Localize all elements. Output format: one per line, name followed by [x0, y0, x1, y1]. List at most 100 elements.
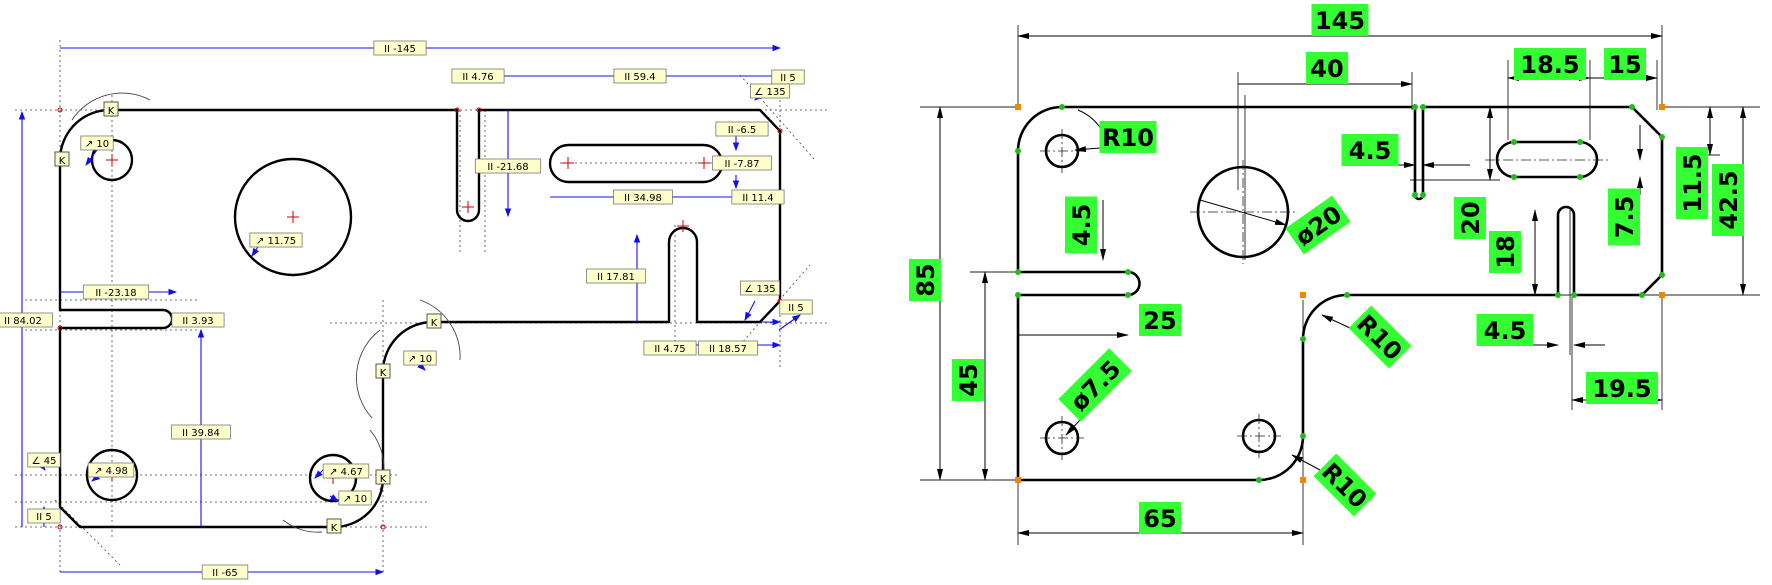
dim-label-d34_98[interactable]: II 34.98	[613, 189, 673, 205]
drawing-dim-label-t19_5[interactable]: 19.5	[1586, 372, 1658, 404]
dim-value: II 5	[36, 512, 51, 523]
drawing-dim-label-tR10a[interactable]: R10	[1099, 121, 1157, 153]
dim-label-d39_84[interactable]: II 39.84	[171, 424, 231, 440]
drawing-dim-value: R10	[1102, 124, 1154, 152]
radius-label-r10b[interactable]: ↗ 10	[403, 350, 437, 366]
radius-label-r4_98[interactable]: ↗ 4.98	[87, 462, 135, 478]
angle-value: ∠ 135	[754, 87, 785, 98]
drawing-dim-value: 4.5	[1484, 317, 1527, 345]
dim-label-d6_5[interactable]: II -6.5	[715, 121, 769, 137]
drawing-dim-label-t7_5[interactable]: 7.5	[1608, 188, 1640, 246]
dim-label-d21_68[interactable]: II -21.68	[474, 158, 542, 174]
tangent-constraint-marker[interactable]: K	[375, 469, 391, 485]
drawing-outline[interactable]	[1016, 105, 1664, 482]
radius-label-r4_67[interactable]: ↗ 4.67	[322, 463, 370, 479]
drawing-dim-label-t15[interactable]: 15	[1604, 48, 1646, 80]
dim-value: II 59.4	[624, 72, 655, 83]
dim-label-d5c[interactable]: II 5	[27, 508, 61, 524]
tangent-constraint-marker[interactable]: K	[326, 518, 342, 534]
angle-value: ∠ 135	[744, 284, 775, 295]
drawing-dim-value: 18.5	[1520, 51, 1579, 79]
drawing-dim-label-t42_5[interactable]: 42.5	[1712, 164, 1744, 236]
dim-value: II -6.5	[728, 125, 757, 136]
arc-indicators	[71, 92, 461, 533]
dim-value: II 5	[788, 303, 803, 314]
radius-value: ↗ 10	[408, 354, 432, 365]
drawing-dim-label-tR10c[interactable]: R10	[1313, 453, 1377, 517]
dim-label-d23_18[interactable]: II -23.18	[82, 284, 150, 300]
dim-label-d7_87[interactable]: II -7.87	[712, 155, 772, 171]
drawing-center-lines	[1040, 129, 1610, 460]
drawing-dim-label-t4_5a[interactable]: 4.5	[1341, 134, 1399, 166]
drawing-dim-value: 42.5	[1715, 170, 1743, 229]
svg-text:K: K	[380, 474, 387, 485]
dim-value: II -65	[212, 568, 237, 579]
drawing-dim-label-t145[interactable]: 145	[1311, 4, 1369, 36]
drawing-dim-label-tR10b[interactable]: R10	[1348, 305, 1412, 369]
drawing-dim-label-t65[interactable]: 65	[1139, 502, 1181, 534]
dim-label-d4_75[interactable]: II 4.75	[643, 340, 697, 356]
dim-value: II 4.75	[654, 344, 685, 355]
drawing-dim-label-t4_5c[interactable]: 4.5	[1476, 314, 1534, 346]
drawing-dim-label-tdia20[interactable]: ø20	[1285, 195, 1351, 255]
drawing-dim-label-t18[interactable]: 18	[1489, 231, 1521, 273]
radius-label-r11_75[interactable]: ↗ 11.75	[249, 232, 303, 248]
drawing-dim-value: 7.5	[1611, 196, 1639, 239]
drawing-dim-value: 18	[1492, 235, 1520, 268]
drawing-dim-label-t11_5[interactable]: 11.5	[1676, 147, 1708, 219]
svg-text:K: K	[108, 106, 115, 117]
drawing-dim-value: 15	[1608, 51, 1641, 79]
dim-label-d59_4[interactable]: II 59.4	[613, 68, 667, 84]
dim-value: II 5	[780, 73, 795, 84]
dim-value: II 84.02	[4, 316, 42, 327]
svg-text:K: K	[331, 523, 338, 534]
tangent-constraint-marker[interactable]: K	[375, 363, 391, 379]
dim-label-d3_93[interactable]: II 3.93	[171, 312, 225, 328]
drawing-dim-label-t18_5[interactable]: 18.5	[1514, 48, 1586, 80]
dim-value: II -145	[384, 44, 416, 55]
drawing-dim-label-t20[interactable]: 20	[1454, 197, 1486, 239]
dim-label-d4_76[interactable]: II 4.76	[451, 68, 505, 84]
sketch-outline[interactable]	[58, 108, 782, 529]
dim-label-d84_02[interactable]: II 84.02	[0, 312, 53, 328]
svg-text:K: K	[380, 368, 387, 379]
angle-value: ∠ 45	[32, 456, 57, 467]
dim-value: II -21.68	[487, 162, 528, 173]
svg-text:K: K	[431, 318, 438, 329]
dim-label-d145[interactable]: II -145	[373, 40, 427, 56]
drawing-dim-value: 4.5	[1068, 204, 1096, 247]
drawing-dim-value: 40	[1310, 55, 1343, 83]
sketch-view	[15, 40, 830, 576]
drawing-dim-value: 25	[1143, 307, 1176, 335]
dim-label-d5b[interactable]: II 5	[779, 299, 813, 315]
drawing-dim-value: 20	[1457, 201, 1485, 234]
drawing-dim-label-t4_5b[interactable]: 4.5	[1065, 196, 1097, 254]
radius-value: ↗ 11.75	[256, 236, 296, 247]
radius-value: ↗ 10	[343, 494, 367, 505]
drawing-dim-label-t25[interactable]: 25	[1139, 304, 1181, 336]
radius-value: ↗ 4.67	[329, 467, 363, 478]
dim-label-d18_57[interactable]: II 18.57	[698, 340, 758, 356]
tangent-constraint-marker[interactable]: K	[426, 313, 442, 329]
dim-label-d17_81[interactable]: II 17.81	[586, 268, 646, 284]
tangent-constraint-marker[interactable]: K	[103, 101, 119, 117]
dim-value: II 18.57	[709, 344, 747, 355]
angle-label-a135b[interactable]: ∠ 135	[740, 280, 780, 296]
dim-label-d11_4[interactable]: II 11.4	[731, 189, 785, 205]
drawing-dim-label-t40[interactable]: 40	[1306, 52, 1348, 84]
drawing-dim-label-tdia7_5[interactable]: ø7.5	[1058, 348, 1132, 422]
tangent-constraint-marker[interactable]: K	[54, 151, 70, 167]
drawing-dim-value: 85	[912, 263, 940, 296]
dim-label-d65[interactable]: II -65	[201, 564, 249, 580]
drawing-dim-label-t85[interactable]: 85	[909, 259, 941, 301]
angle-label-a45[interactable]: ∠ 45	[27, 452, 61, 468]
radius-label-r10c[interactable]: ↗ 10	[338, 490, 372, 506]
drawing-dim-label-t45[interactable]: 45	[952, 359, 984, 401]
angle-label-a135a[interactable]: ∠ 135	[750, 83, 790, 99]
svg-text:K: K	[59, 156, 66, 167]
dim-label-d5a[interactable]: II 5	[771, 69, 805, 85]
dim-value: II 4.76	[462, 72, 493, 83]
radius-label-r10a[interactable]: ↗ 10	[80, 135, 114, 151]
